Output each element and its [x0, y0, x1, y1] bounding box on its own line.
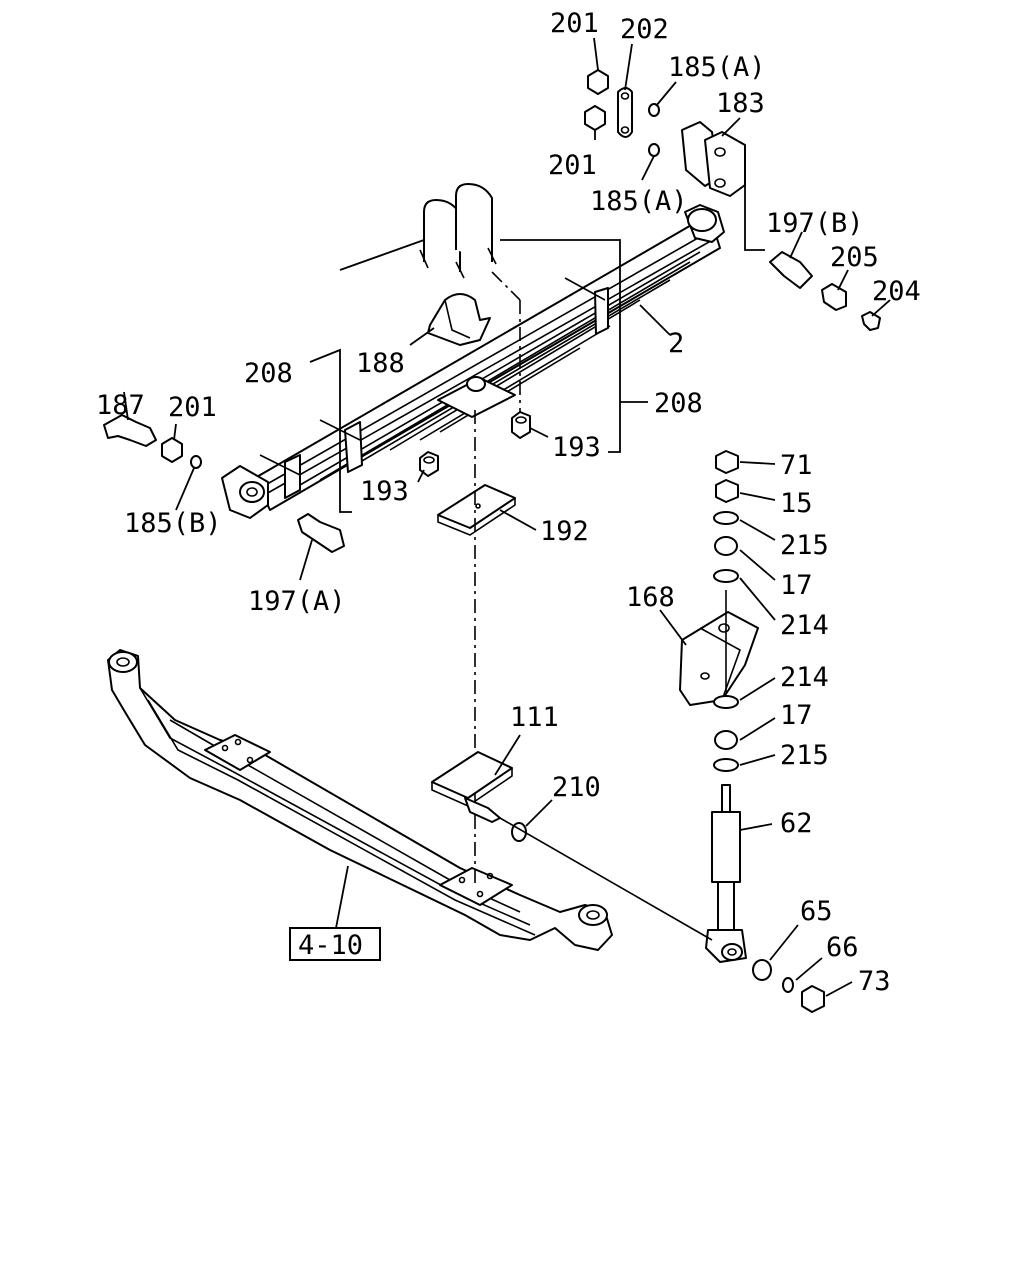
nut-201-top: [587, 69, 609, 95]
label-185b: 185(B): [124, 508, 222, 539]
nut-193-right: [511, 411, 531, 439]
label-15: 15: [780, 488, 813, 519]
label-17-bottom: 17: [780, 700, 813, 731]
label-201-left: 201: [168, 392, 217, 423]
label-185a-mid: 185(A): [590, 186, 688, 217]
label-66: 66: [826, 932, 859, 963]
washer-215-bottom: [713, 758, 739, 772]
label-215-bottom: 215: [780, 740, 829, 771]
label-208-left: 208: [244, 358, 293, 389]
label-187: 187: [96, 390, 145, 421]
clip-185a-mid: [648, 143, 660, 157]
bolt-axis: [499, 817, 713, 941]
nut-71: [715, 450, 739, 474]
label-214-bottom: 214: [780, 662, 829, 693]
label-197a: 197(A): [248, 586, 346, 617]
washer-65: [752, 959, 772, 981]
clip-185a-top: [648, 103, 660, 117]
label-201-mid: 201: [548, 150, 597, 181]
label-192: 192: [540, 516, 589, 547]
label-62: 62: [780, 808, 813, 839]
label-202: 202: [620, 14, 669, 45]
leaf-spring: [221, 204, 725, 519]
reference-box-label: 4-10: [298, 930, 363, 961]
nut-201-mid: [584, 105, 606, 131]
label-2: 2: [668, 328, 684, 359]
hanger-183: [681, 121, 746, 197]
label-65: 65: [800, 896, 833, 927]
label-201-top: 201: [550, 8, 599, 39]
reference-box-4-10[interactable]: 4-10: [289, 927, 381, 961]
nut-193-left: [419, 451, 439, 477]
pin-197a: [297, 513, 345, 553]
label-168: 168: [626, 582, 675, 613]
label-71: 71: [780, 450, 813, 481]
clip-185b: [190, 455, 202, 469]
front-axle-beam: [107, 649, 613, 951]
label-17-top: 17: [780, 570, 813, 601]
label-210: 210: [552, 772, 601, 803]
callout-labels: 201 202 185(A) 183 201 185(A) 197(B) 205…: [96, 8, 921, 997]
washer-215-top: [713, 511, 739, 525]
nut-15: [715, 479, 739, 503]
pin-197b: [769, 251, 813, 289]
bushing-17-top: [714, 536, 738, 556]
label-214-top: 214: [780, 610, 829, 641]
label-204: 204: [872, 276, 921, 307]
fitting-205: [821, 283, 847, 311]
u-bolts: [419, 183, 521, 415]
grease-nipple-204: [861, 311, 881, 331]
label-111: 111: [510, 702, 559, 733]
saddle-188: [427, 293, 491, 346]
label-188: 188: [356, 348, 405, 379]
nut-201-left: [161, 437, 183, 463]
label-215-top: 215: [780, 530, 829, 561]
label-183: 183: [716, 88, 765, 119]
label-73: 73: [858, 966, 891, 997]
label-205: 205: [830, 242, 879, 273]
elbow-fitting-187: [103, 414, 157, 447]
shock-absorber-62: [705, 784, 747, 963]
label-197b: 197(B): [766, 208, 864, 239]
washer-214-top: [713, 569, 739, 583]
shackle-202: [617, 87, 633, 138]
label-193-left: 193: [360, 476, 409, 507]
pad-192: [437, 484, 516, 536]
label-185a-top: 185(A): [668, 52, 766, 83]
leader-lines: [123, 37, 891, 997]
label-208-right: 208: [654, 388, 703, 419]
nut-73: [801, 985, 825, 1013]
washer-66: [782, 977, 794, 993]
label-193-right: 193: [552, 432, 601, 463]
bracket-168: [679, 611, 759, 706]
seat-111: [431, 751, 513, 823]
washer-214-bottom: [713, 695, 739, 709]
bushing-17-bottom: [714, 730, 738, 750]
